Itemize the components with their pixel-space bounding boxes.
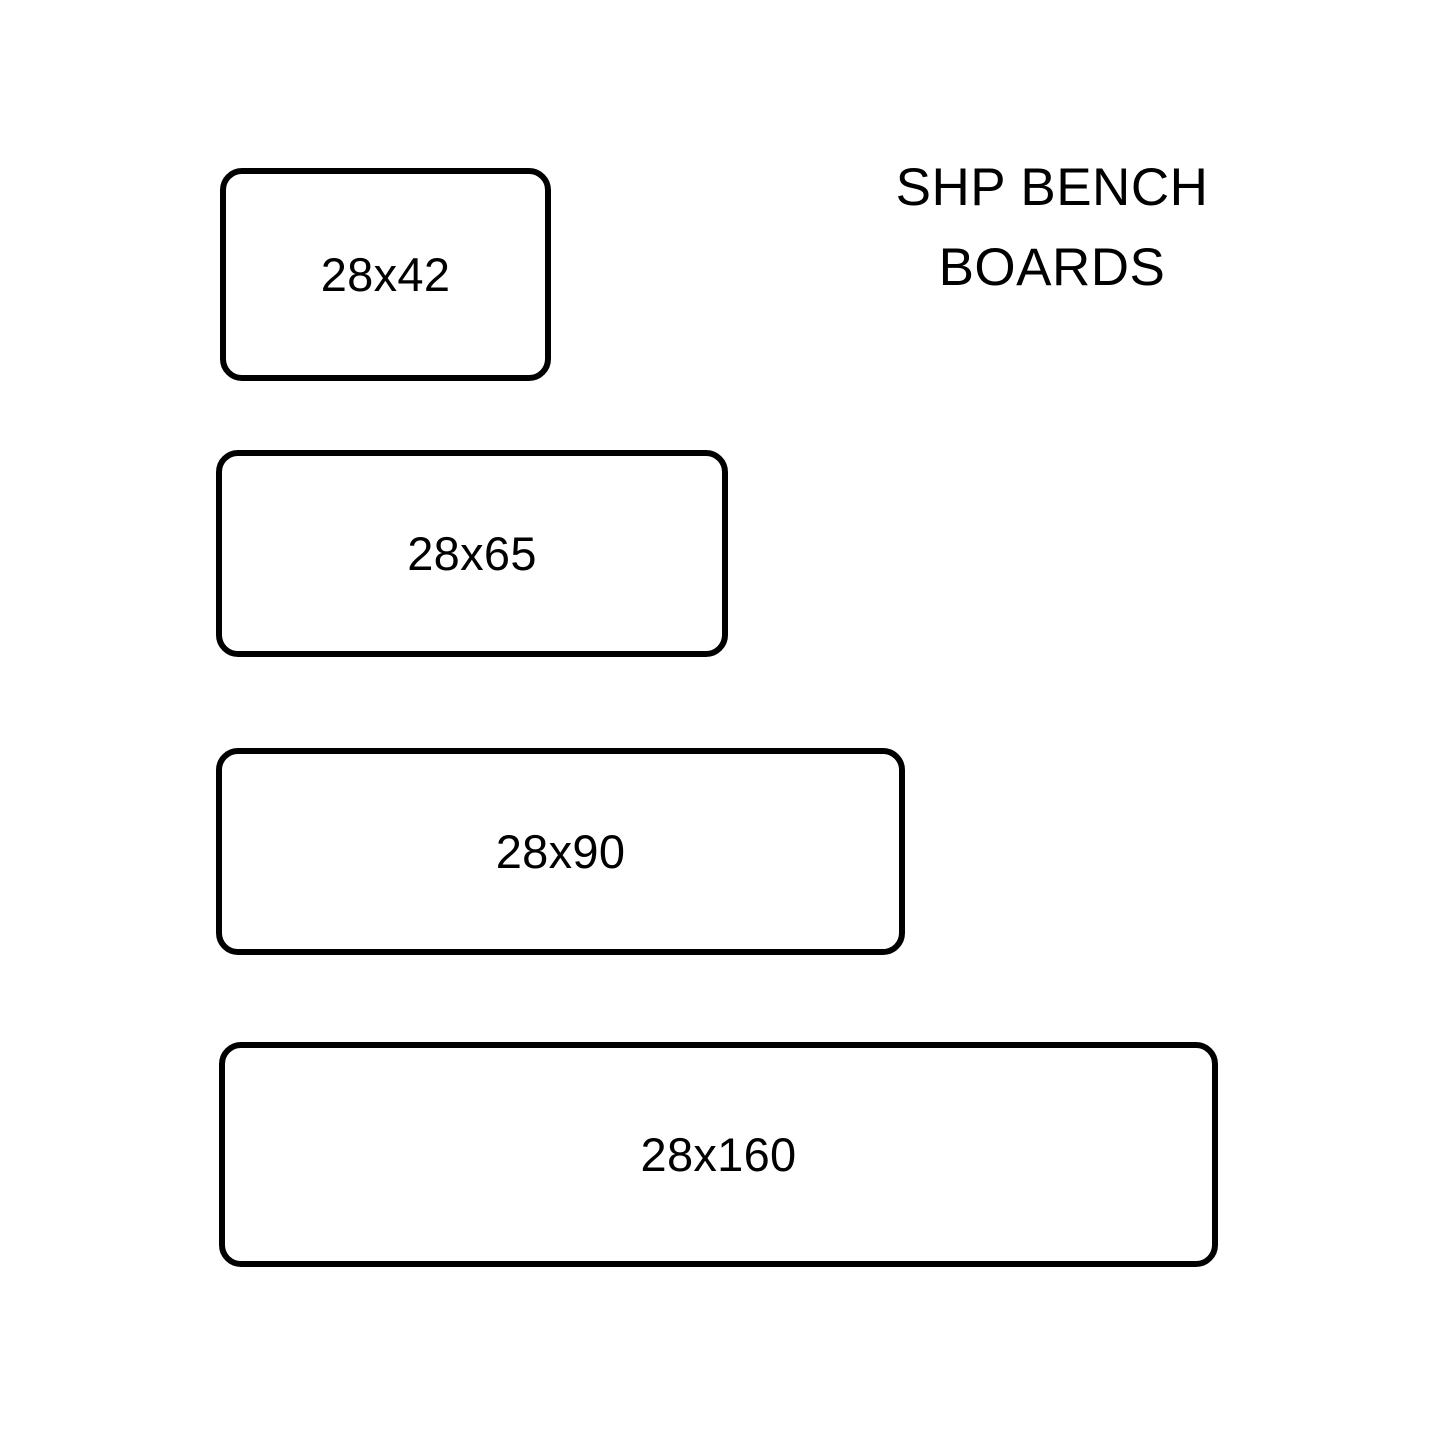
board-label: 28x90	[495, 825, 626, 878]
title-line-1: SHP BENCH	[895, 158, 1209, 217]
board-shape-28x42: 28x42	[220, 168, 551, 381]
board-shape-28x160: 28x160	[219, 1042, 1218, 1267]
title-line-2: BOARDS	[938, 238, 1166, 297]
board-shape-28x90: 28x90	[216, 748, 905, 955]
board-label: 28x65	[407, 527, 537, 580]
diagram-title: SHP BENCH BOARDS	[802, 148, 1302, 308]
board-shape-28x65: 28x65	[216, 450, 728, 657]
board-label: 28x160	[640, 1128, 797, 1181]
board-label: 28x42	[320, 248, 451, 301]
